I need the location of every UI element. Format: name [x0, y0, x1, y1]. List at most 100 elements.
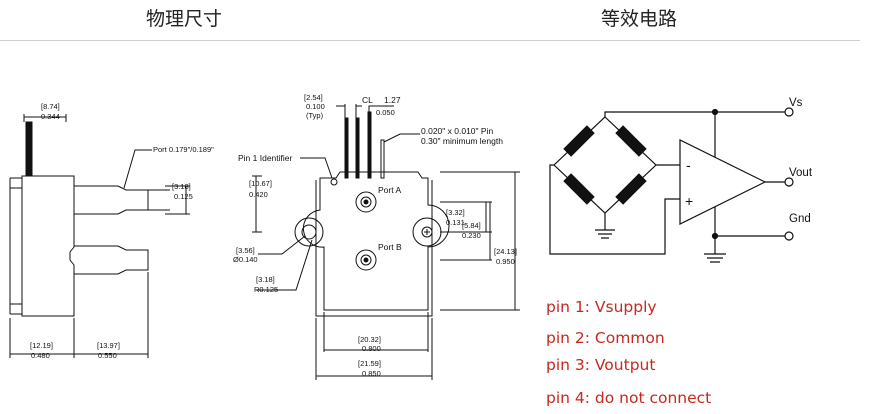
opamp-plus: + [685, 193, 693, 209]
top-dim-line [23, 114, 67, 122]
left-mount-hole [301, 224, 317, 240]
port-b-center [363, 257, 369, 263]
side-bottom-left-mm: [12.19] [30, 341, 53, 350]
pin-4-description: pin 4: do not connect [546, 389, 712, 407]
width1-in: 0.800 [362, 344, 381, 353]
header-divider [0, 40, 860, 41]
port-b-outer [355, 249, 377, 271]
side-port-dim-in: 0.125 [174, 192, 193, 201]
pin1-leader [300, 157, 333, 179]
port-leader [123, 149, 152, 189]
port-a-label: Port A [378, 185, 401, 195]
resistor-top-right [615, 125, 647, 157]
right-dim3-mm: [24.13] [494, 247, 517, 256]
front-view [252, 104, 520, 380]
cl-label: CL [362, 95, 373, 105]
side-view [9, 114, 190, 358]
cl-dim-mm: 1.27 [384, 95, 401, 105]
upper-port-tube [74, 185, 149, 215]
side-pin-stem [25, 121, 33, 177]
pitch-dim-in: 0.100 [306, 102, 325, 111]
pin-2-description: pin 2: Common [546, 329, 665, 347]
right-hole-center [424, 229, 430, 235]
main-ground-symbol [704, 253, 726, 263]
right-dim1-in: 0.131 [446, 218, 465, 227]
front-outer-outline [315, 180, 433, 317]
side-body-outline [21, 175, 75, 317]
hole-dim-leader [258, 235, 306, 255]
port-a-center [363, 199, 369, 205]
plus-input-wire [549, 164, 680, 255]
right-dim1-mm: [3.32] [446, 208, 465, 217]
vs-wire [604, 111, 786, 117]
vs-terminal [784, 107, 794, 117]
side-port-label: Port 0.179"/0.189" [153, 145, 214, 154]
vout-label: Vout [789, 167, 813, 179]
left-dim-in: 0.420 [249, 190, 268, 199]
resistor-bottom-left [563, 173, 595, 205]
right-mount-hole [421, 226, 433, 238]
side-flange-lines [10, 187, 22, 305]
resistor-top-left [563, 125, 595, 157]
lower-port-tube [74, 245, 149, 275]
right-dim-ext [440, 171, 520, 311]
equivalent-circuit-heading: 等效电路 [601, 8, 678, 30]
pin-1-description: pin 1: Vsupply [546, 298, 657, 316]
side-bottom-right-mm: [13.97] [97, 341, 120, 350]
vout-terminal [784, 177, 794, 187]
hole-dim-in: Ø0.140 [233, 255, 258, 264]
side-top-dim-in: 0.344 [41, 112, 60, 121]
pitch-dim-line [336, 104, 362, 118]
equivalent-circuit [549, 107, 794, 263]
pin1-identifier-dot [330, 178, 338, 186]
pitch-note: (Typ) [306, 111, 324, 120]
port-a-outer [355, 191, 377, 213]
pin-note-1: 0.020" x 0.010" Pin [421, 126, 493, 136]
cl-dim-in: 0.050 [376, 108, 395, 117]
width2-mm: [21.59] [358, 359, 381, 368]
pin1-identifier-label: Pin 1 Identifier [238, 153, 293, 163]
side-flange [9, 177, 22, 315]
radius-dim-mm: [3.18] [256, 275, 275, 284]
vs-junction [711, 108, 719, 116]
resistor-bottom-right [615, 173, 647, 205]
vs-label: Vs [789, 97, 803, 109]
side-bottom-left-in: 0.480 [31, 351, 50, 360]
right-dim2-mm: [5.84] [462, 221, 481, 230]
pin-3-description: pin 3: Voutput [546, 356, 656, 374]
left-mount-hole-outer [294, 217, 324, 247]
width2-in: 0.850 [362, 369, 381, 378]
right-dim3-in: 0.950 [496, 257, 515, 266]
side-bottom-right-in: 0.550 [98, 351, 117, 360]
gnd-terminal [784, 231, 794, 241]
bridge-ground-symbol [595, 229, 615, 239]
radius-dim-leader [256, 239, 313, 291]
gnd-junction [711, 232, 719, 240]
upper-port-ext [148, 189, 170, 211]
front-body-outline [302, 171, 450, 311]
port-dim-line [165, 185, 190, 215]
physical-dimensions-heading: 物理尺寸 [146, 8, 223, 30]
radius-dim-in: R0.125 [254, 285, 278, 294]
pin-2 [355, 117, 360, 179]
width1-mm: [20.32] [358, 335, 381, 344]
left-vert-dim [252, 175, 262, 233]
pin-note-leader [383, 133, 420, 143]
bottom-width-dims [315, 312, 433, 380]
port-a-inner [360, 196, 372, 208]
pin-note-2: 0.30" minimum length [421, 136, 503, 146]
right-dim2-in: 0.230 [462, 231, 481, 240]
hole-dim-mm: [3.56] [236, 246, 255, 255]
bottom-dim-lines [9, 272, 149, 358]
left-dim-mm: [10.67] [249, 179, 272, 188]
pitch-dim-mm: [2.54] [304, 93, 323, 102]
side-port-dim-mm: [3.18] [172, 182, 191, 191]
pin-3 [367, 111, 372, 179]
side-top-dim-mm: [8.74] [41, 102, 60, 111]
op-amp [679, 139, 767, 225]
pin-1 [344, 117, 349, 179]
pin-4 [380, 139, 385, 179]
cl-dim-line [368, 105, 394, 112]
opamp-minus: - [686, 157, 691, 173]
